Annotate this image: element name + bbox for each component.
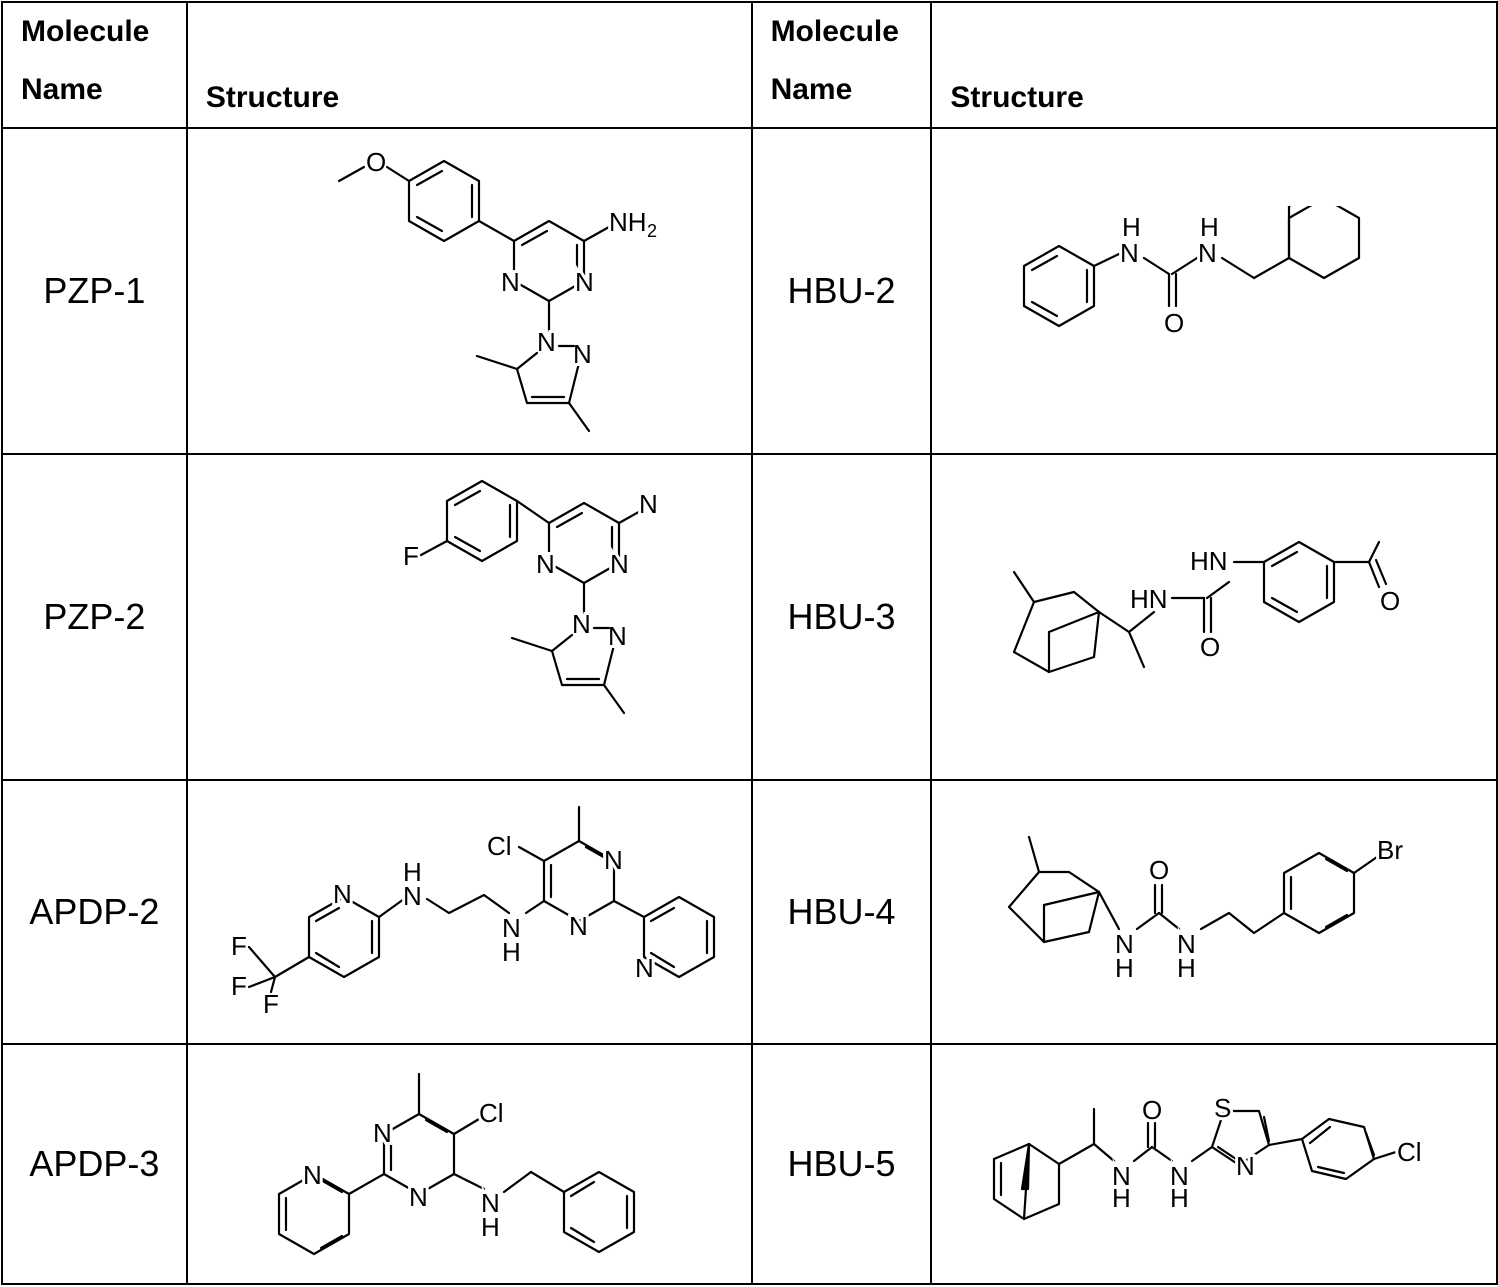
svg-text:N: N — [610, 549, 629, 579]
structure-pzp-2: F NH2 N N N N — [400, 479, 659, 715]
svg-text:N: N — [502, 913, 521, 943]
structure-cell: HN O HN O — [930, 453, 1498, 781]
svg-text:N: N — [537, 327, 556, 357]
svg-text:N: N — [575, 267, 594, 297]
header-molecule-name-left: Molecule Name — [1, 1, 188, 129]
structure-hbu-4: N H O N H Br — [1008, 832, 1407, 983]
structure-cell: N H O N H Br — [930, 779, 1498, 1045]
structure-cell: F F F N H N N H N N C — [185, 779, 753, 1045]
svg-text:O: O — [1142, 1095, 1162, 1125]
svg-text:O: O — [1380, 586, 1400, 616]
header-structure-left: Structure — [185, 1, 753, 129]
svg-text:HN: HN — [1190, 546, 1228, 576]
molecule-name: HBU-3 — [750, 453, 933, 781]
svg-text:H: H — [1115, 953, 1134, 983]
svg-text:2: 2 — [647, 221, 657, 241]
svg-text:HN: HN — [1130, 584, 1168, 614]
svg-text:N: N — [303, 1160, 322, 1190]
svg-text:N: N — [536, 549, 555, 579]
molecule-name: HBU-5 — [750, 1043, 933, 1285]
svg-text:H: H — [403, 857, 422, 887]
svg-text:H: H — [1170, 1183, 1189, 1213]
svg-text:O: O — [1164, 308, 1184, 338]
svg-text:N: N — [1120, 238, 1139, 268]
svg-text:N: N — [604, 845, 623, 875]
molecule-name: APDP-3 — [1, 1043, 188, 1285]
svg-text:N: N — [409, 1182, 428, 1212]
svg-text:O: O — [1149, 855, 1169, 885]
table-row: PZP-2 F NH2 N N N N — [1, 453, 1498, 781]
table-row: APDP-3 N N N Cl N H — [1, 1043, 1498, 1285]
svg-text:N: N — [572, 609, 591, 639]
svg-text:N: N — [333, 879, 352, 909]
svg-text:F: F — [403, 541, 419, 571]
header-structure-right: Structure — [930, 1, 1498, 129]
svg-text:N: N — [1112, 1161, 1131, 1191]
svg-text:S: S — [1214, 1093, 1231, 1123]
structure-hbu-2: H N O H N — [1023, 206, 1361, 341]
structure-hbu-3: HN O HN O — [1013, 540, 1403, 674]
header-row: Molecule Name Structure Molecule Name St… — [1, 1, 1498, 129]
svg-text:O: O — [366, 147, 386, 177]
svg-text:N: N — [1115, 929, 1134, 959]
svg-text:F: F — [231, 931, 247, 961]
svg-text:H: H — [1177, 953, 1196, 983]
structure-hbu-5: N H O N H S N Cl — [993, 1090, 1425, 1221]
table-row: APDP-2 F F F N H N N H N N — [1, 779, 1498, 1045]
svg-text:Cl: Cl — [1397, 1137, 1422, 1167]
svg-text:N: N — [569, 911, 588, 941]
svg-text:H: H — [502, 937, 521, 967]
svg-text:H: H — [1112, 1183, 1131, 1213]
svg-text:Br: Br — [1377, 835, 1403, 865]
structure-cell: N N N Cl N H — [185, 1043, 753, 1285]
svg-text:N: N — [608, 621, 627, 651]
structure-cell: F NH2 N N N N — [185, 453, 753, 781]
svg-text:O: O — [1200, 632, 1220, 662]
molecule-name: APDP-2 — [1, 779, 188, 1045]
svg-text:N: N — [373, 1118, 392, 1148]
molecule-name: PZP-2 — [1, 453, 188, 781]
svg-text:N: N — [635, 953, 654, 983]
svg-text:N: N — [501, 267, 520, 297]
svg-text:N: N — [1198, 238, 1217, 268]
svg-text:N: N — [481, 1188, 500, 1218]
svg-text:Cl: Cl — [479, 1098, 504, 1128]
svg-text:N: N — [1177, 929, 1196, 959]
molecule-name: PZP-1 — [1, 127, 188, 455]
svg-text:H: H — [481, 1212, 500, 1242]
svg-text:F: F — [263, 989, 279, 1019]
svg-text:H: H — [1200, 212, 1219, 242]
molecule-name: HBU-2 — [750, 127, 933, 455]
svg-text:N: N — [573, 339, 592, 369]
structure-cell: H N O H N — [930, 127, 1498, 455]
structure-apdp-3: N N N Cl N H — [278, 1072, 636, 1256]
molecule-name: HBU-4 — [750, 779, 933, 1045]
svg-text:N: N — [403, 881, 422, 911]
svg-text:NH: NH — [609, 207, 647, 237]
structure-cell: N H O N H S N Cl — [930, 1043, 1498, 1285]
svg-text:NH: NH — [639, 489, 659, 519]
structure-apdp-2: F F F N H N N H N N C — [228, 805, 716, 1022]
svg-text:N: N — [1236, 1151, 1255, 1181]
svg-text:H: H — [1122, 212, 1141, 242]
svg-text:F: F — [231, 971, 247, 1001]
svg-text:N: N — [1170, 1161, 1189, 1191]
header-molecule-name-right: Molecule Name — [750, 1, 933, 129]
svg-text:Cl: Cl — [487, 831, 512, 861]
